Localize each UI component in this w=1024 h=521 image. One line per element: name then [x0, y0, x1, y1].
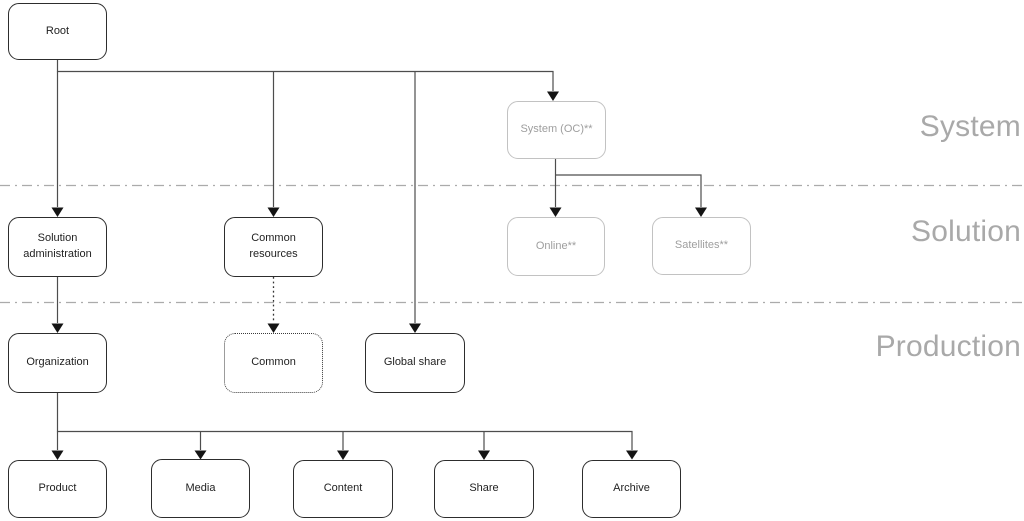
node-solution-administration: Solution administration — [8, 217, 107, 277]
arrowheads — [51, 91, 707, 460]
node-media: Media — [151, 459, 250, 518]
node-organization: Organization — [8, 333, 107, 393]
node-product: Product — [8, 460, 107, 518]
band-label-solution: Solution — [910, 215, 1021, 248]
node-root: Root — [8, 3, 107, 60]
node-online: Online** — [507, 217, 605, 276]
node-common-resources: Common resources — [224, 217, 323, 277]
band-label-production: Production — [875, 330, 1021, 363]
node-system-oc: System (OC)** — [507, 101, 606, 159]
node-content: Content — [293, 460, 393, 518]
band-label-system: System — [919, 110, 1021, 143]
node-share: Share — [434, 460, 534, 518]
node-archive: Archive — [582, 460, 681, 518]
node-global-share: Global share — [365, 333, 465, 393]
node-common: Common — [224, 333, 323, 393]
node-satellites: Satellites** — [652, 217, 751, 275]
